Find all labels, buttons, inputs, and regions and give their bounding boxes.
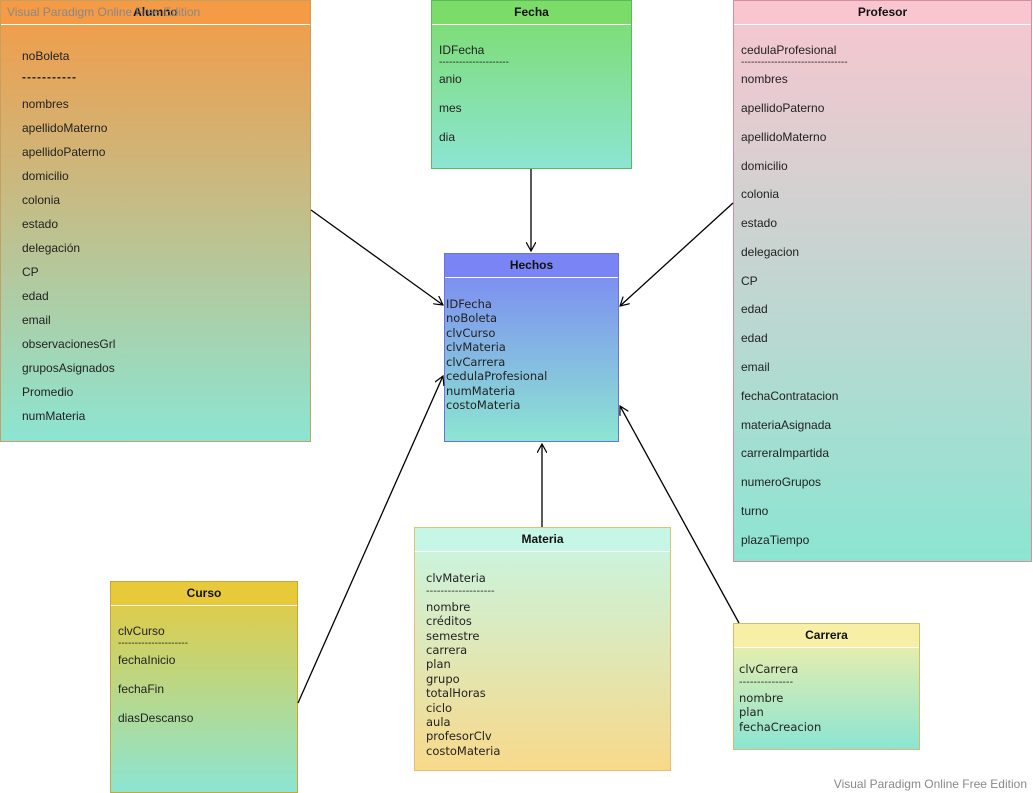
attribute: clvMateria — [426, 571, 486, 585]
attribute: nombres — [741, 72, 788, 86]
attribute: numMateria — [22, 409, 86, 423]
attribute: delegación — [22, 241, 81, 255]
attribute: colonia — [22, 193, 61, 207]
attribute: gruposAsignados — [22, 361, 115, 375]
attribute: IDFecha — [446, 297, 492, 311]
attribute: diasDescanso — [118, 711, 194, 725]
entity-title: Fecha — [432, 1, 631, 25]
attribute: costoMateria — [426, 744, 501, 758]
arrow-alumno-to-hechos — [310, 209, 443, 305]
entity-alumno[interactable]: Alumno noBoleta ----------- nombres apel… — [0, 0, 311, 442]
attribute: clvCarrera — [446, 355, 506, 369]
attribute: fechaFin — [118, 682, 165, 696]
attribute: edad — [741, 302, 768, 316]
attribute: clvCarrera — [739, 662, 799, 676]
attribute: semestre — [426, 629, 480, 643]
separator: ------------------- — [426, 586, 495, 597]
attribute: Promedio — [22, 385, 74, 399]
entity-title: Hechos — [445, 254, 618, 278]
attribute: edad — [741, 331, 768, 345]
attribute: grupo — [426, 672, 460, 686]
attribute: noBoleta — [22, 49, 70, 63]
attribute: domicilio — [741, 159, 788, 173]
arrow-carrera-to-hechos — [620, 406, 740, 624]
attribute: aula — [426, 715, 451, 729]
attribute: numeroGrupos — [741, 475, 822, 489]
attribute: plazaTiempo — [741, 533, 810, 547]
attribute: mes — [439, 101, 462, 115]
attribute: fechaInicio — [118, 653, 176, 667]
attribute: nombre — [426, 600, 471, 614]
attribute: colonia — [741, 187, 780, 201]
entity-materia[interactable]: Materia clvMateria ------------------- n… — [414, 527, 671, 771]
attribute: IDFecha — [439, 43, 485, 57]
attribute: noBoleta — [446, 311, 498, 325]
attribute: cedulaProfesional — [446, 369, 548, 383]
attribute: apellidoMaterno — [741, 130, 827, 144]
attribute: nombres — [22, 97, 69, 111]
attribute: fechaContratacion — [741, 389, 839, 403]
attribute: profesorClv — [426, 729, 492, 743]
attribute: créditos — [426, 614, 472, 628]
attribute: plan — [739, 705, 764, 719]
attribute: edad — [22, 289, 49, 303]
arrow-profesor-to-hechos — [620, 202, 734, 306]
attribute: clvCurso — [118, 624, 165, 638]
attribute: numMateria — [446, 384, 516, 398]
attribute: turno — [741, 504, 769, 518]
entity-title: Profesor — [734, 1, 1031, 25]
watermark: Visual Paradigm Online Free Edition — [833, 777, 1027, 791]
attribute: clvCurso — [446, 326, 496, 340]
arrow-curso-to-hechos — [297, 376, 443, 704]
attribute: domicilio — [22, 169, 69, 183]
entity-profesor[interactable]: Profesor cedulaProfesional -------------… — [733, 0, 1032, 562]
attribute: dia — [439, 130, 456, 144]
separator: ----------- — [22, 70, 77, 84]
separator: --------------- — [739, 677, 794, 688]
attribute: carrera — [426, 643, 468, 657]
attribute: email — [22, 313, 51, 327]
attribute: costoMateria — [446, 398, 521, 412]
attribute: carreraImpartida — [741, 446, 830, 460]
attribute: clvMateria — [446, 340, 506, 354]
entity-title: Materia — [415, 528, 670, 552]
attribute: ciclo — [426, 701, 453, 715]
attribute: anio — [439, 72, 462, 86]
attribute: plan — [426, 657, 451, 671]
entity-title: Carrera — [734, 624, 919, 648]
separator: --------------------- — [439, 57, 509, 68]
attribute: apellidoPaterno — [741, 101, 825, 115]
separator: --------------------- — [118, 638, 188, 649]
separator: -------------------------------- — [741, 57, 848, 68]
attribute: materiaAsignada — [741, 418, 832, 432]
attribute: totalHoras — [426, 686, 486, 700]
entity-curso[interactable]: Curso clvCurso --------------------- fec… — [110, 581, 298, 793]
attribute: apellidoPaterno — [22, 145, 106, 159]
attribute: cedulaProfesional — [741, 43, 837, 57]
entity-title: Curso — [111, 582, 297, 606]
watermark: Visual Paradigm Online Free Edition — [7, 5, 201, 19]
entity-fecha[interactable]: Fecha IDFecha --------------------- anio… — [431, 0, 632, 169]
attribute: estado — [741, 216, 778, 230]
attribute: fechaCreacion — [739, 720, 822, 734]
entity-hechos[interactable]: Hechos IDFecha noBoleta clvCurso clvMate… — [444, 253, 619, 442]
attribute: observacionesGrl — [22, 337, 116, 351]
attribute: delegacion — [741, 245, 800, 259]
attribute: CP — [22, 265, 39, 279]
entity-title: Alumno — [1, 1, 310, 25]
attribute: apellidoMaterno — [22, 121, 108, 135]
attribute: CP — [741, 274, 758, 288]
attribute: estado — [22, 217, 59, 231]
attribute: nombre — [739, 691, 784, 705]
entity-carrera[interactable]: Carrera clvCarrera --------------- nombr… — [733, 623, 920, 750]
attribute: email — [741, 360, 770, 374]
